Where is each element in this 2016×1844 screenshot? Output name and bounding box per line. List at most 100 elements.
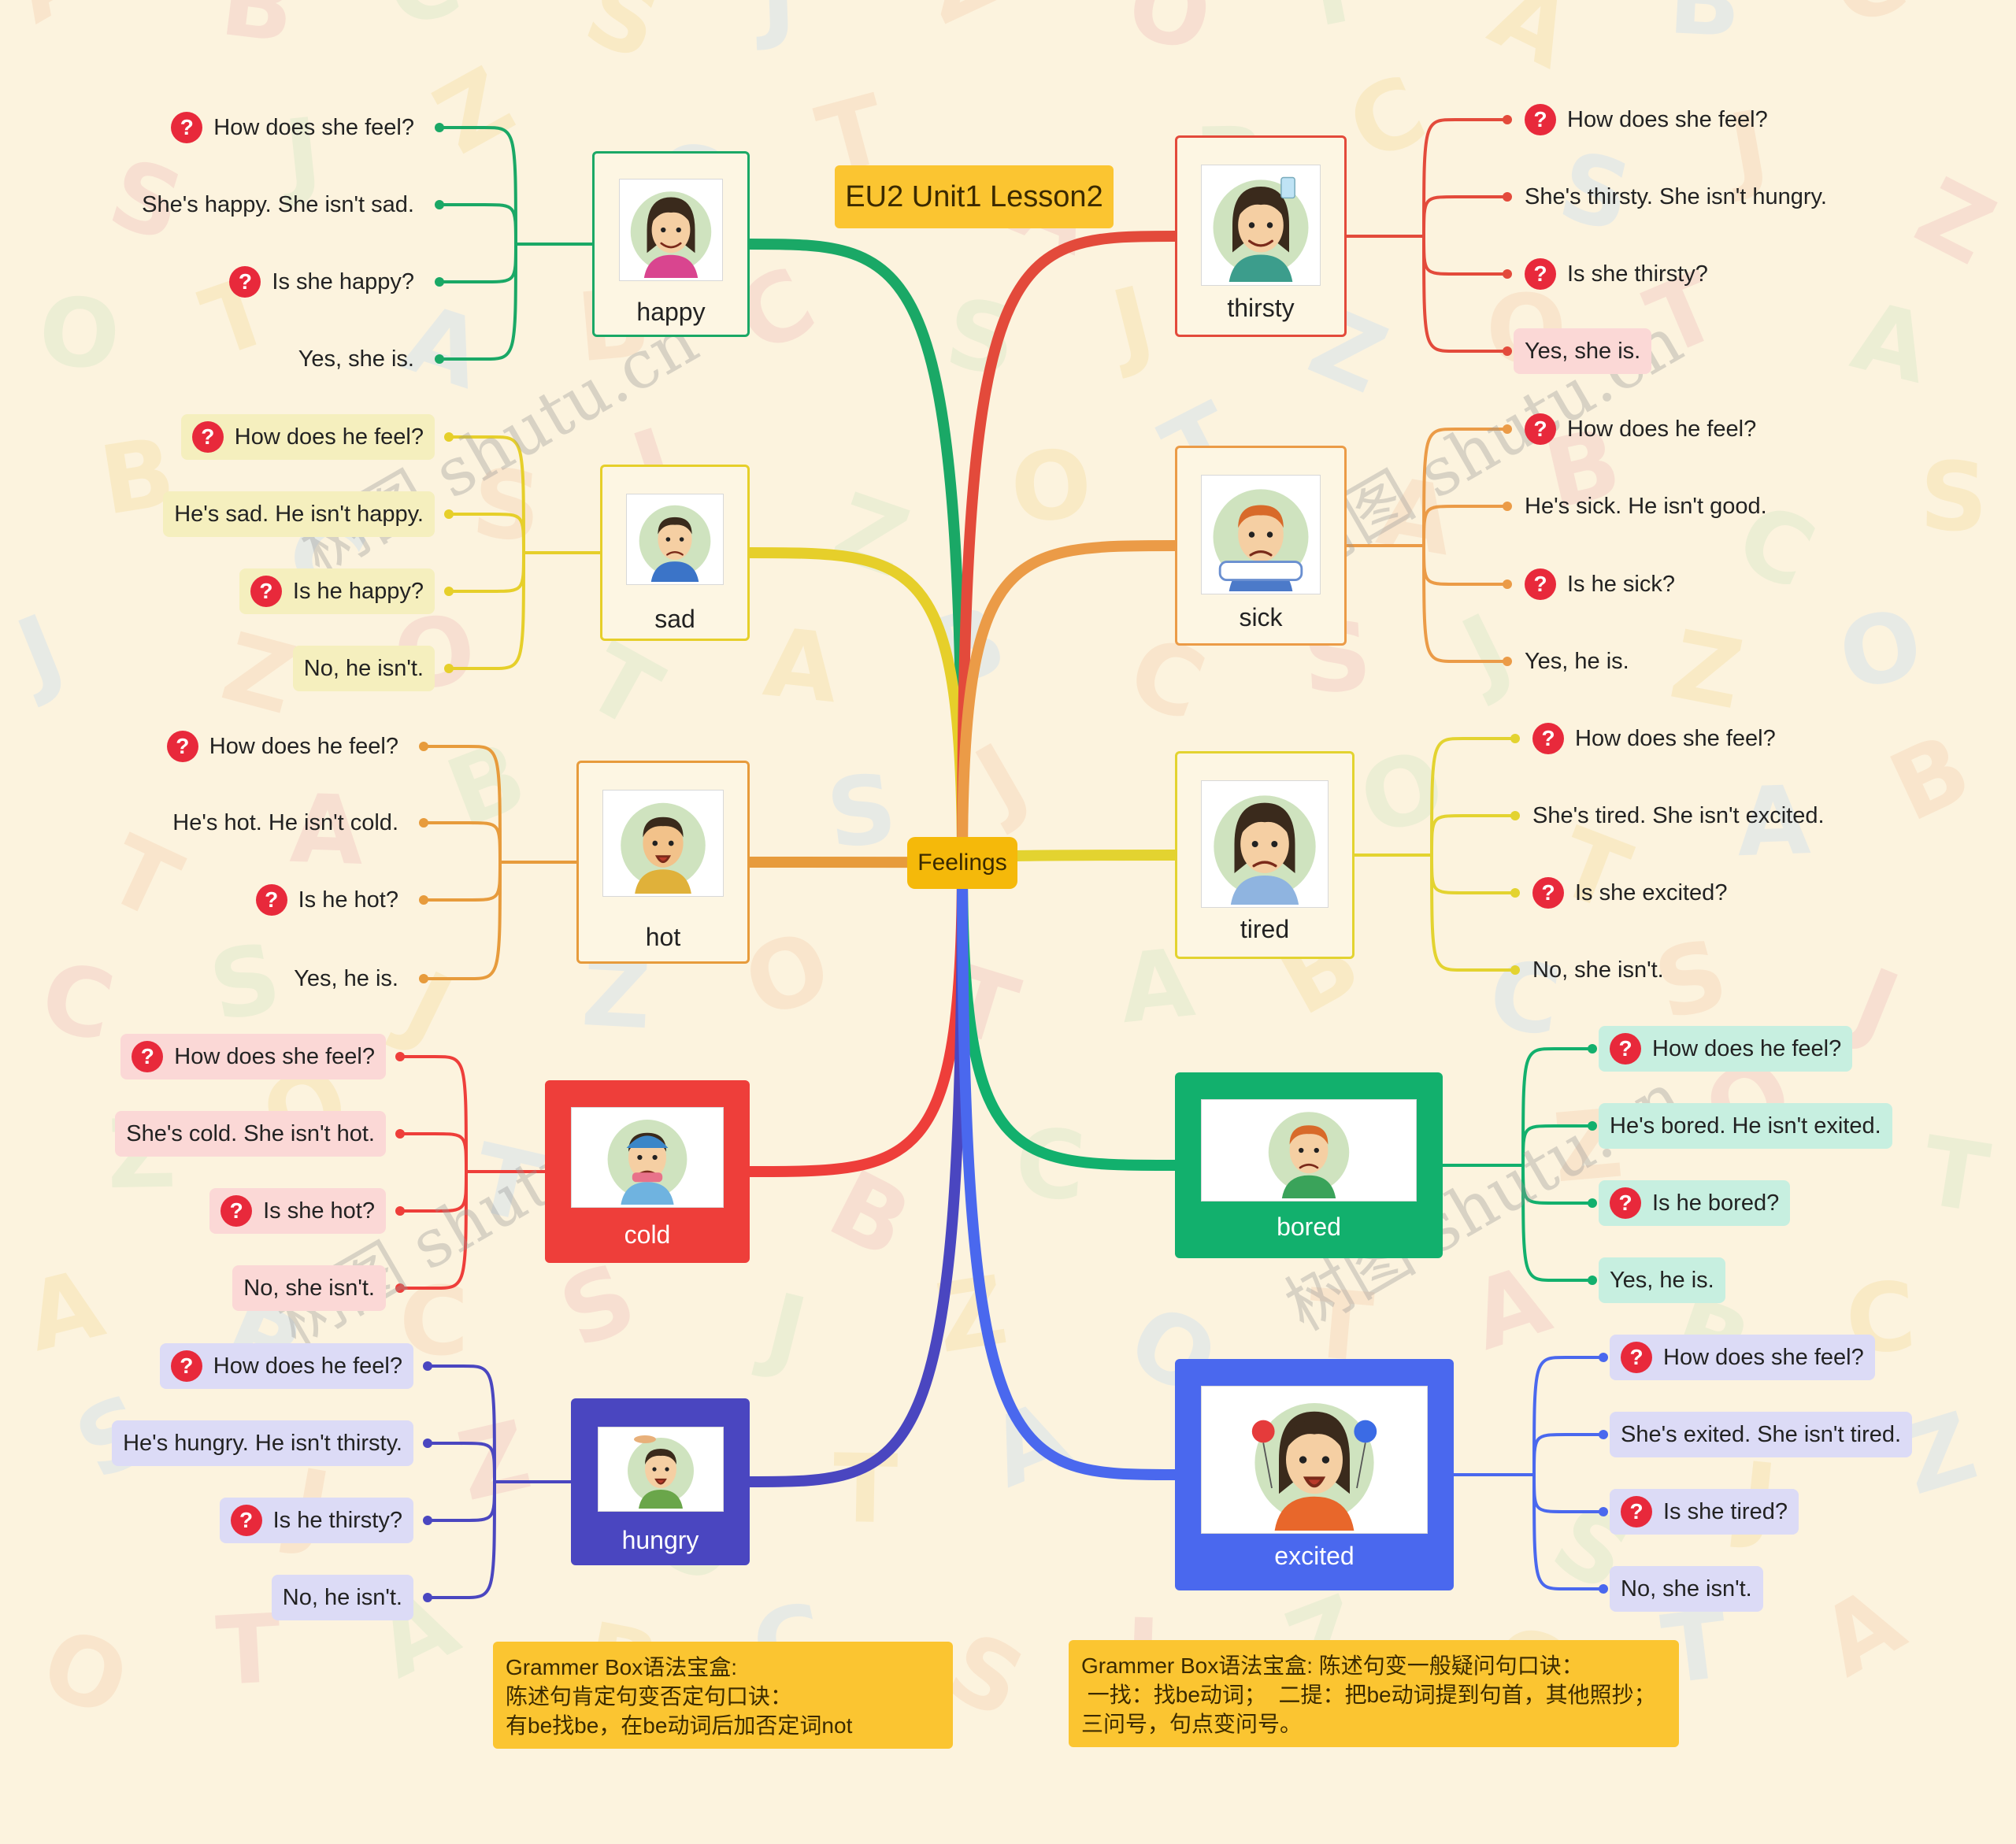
question-mark-icon: ? [1532, 723, 1564, 754]
question-leaf[interactable]: ?How does she feel? [1610, 1335, 1875, 1380]
answer-leaf[interactable]: She's tired. She isn't excited. [1521, 793, 1836, 839]
question-leaf[interactable]: ?Is she excited? [1521, 870, 1738, 916]
question-leaf[interactable]: ?Is he sick? [1514, 561, 1686, 607]
question-leaf[interactable]: ?How does he feel? [159, 1343, 413, 1389]
question-mark-icon: ? [132, 1041, 164, 1072]
leaf-text: Is he bored? [1652, 1190, 1780, 1216]
answer-leaf[interactable]: Yes, he is. [1599, 1257, 1725, 1303]
topic-label: happy [636, 298, 706, 326]
question-mark-icon: ? [1532, 877, 1564, 909]
background-letter: A [759, 608, 843, 724]
leaf-text: How does he feel? [1652, 1035, 1842, 1061]
question-leaf[interactable]: ?How does he feel? [180, 414, 435, 460]
question-leaf[interactable]: ?How does he feel? [1599, 1026, 1853, 1072]
answer-leaf[interactable]: She's exited. She isn't tired. [1610, 1412, 1913, 1457]
main-branch-bored [957, 857, 1180, 1171]
branch-node-dot [1503, 579, 1512, 589]
question-leaf[interactable]: ?How does she feel? [1514, 97, 1779, 143]
question-leaf[interactable]: ?How does he feel? [1514, 406, 1767, 452]
answer-leaf[interactable]: He's hot. He isn't cold. [161, 800, 410, 846]
question-leaf[interactable]: ? How does she feel? [1521, 716, 1787, 761]
topic-sick[interactable]: sick [1175, 446, 1347, 646]
question-leaf[interactable]: ?How does he feel? [156, 724, 410, 769]
branch-node-dot [419, 974, 428, 983]
leaf-text: Is he hot? [298, 887, 398, 913]
question-leaf[interactable]: ?Is she thirsty? [1514, 251, 1719, 297]
branch-node-dot [423, 1516, 432, 1525]
branch-node-dot [1503, 346, 1512, 356]
sub-branch-excited [1532, 1473, 1605, 1590]
answer-leaf[interactable]: Yes, he is. [1514, 639, 1640, 684]
sub-branch-sad [447, 551, 525, 670]
grammar-line: Grammer Box语法宝盒: [506, 1655, 738, 1679]
leaf-text: She's exited. She isn't tired. [1621, 1421, 1902, 1447]
question-leaf[interactable]: ? Is he bored? [1599, 1180, 1791, 1226]
branch-node-dot [1503, 657, 1512, 666]
topic-label: hot [645, 923, 681, 951]
branch-node-dot [444, 432, 454, 442]
topic-tired[interactable]: tired [1175, 751, 1354, 959]
topic-sad[interactable]: sad [600, 465, 750, 641]
sub-branch-excited [1532, 1356, 1605, 1476]
answer-leaf[interactable]: No, he isn't. [292, 646, 435, 691]
question-leaf[interactable]: ?Is she hot? [209, 1188, 386, 1234]
topic-cold[interactable]: cold [545, 1080, 750, 1263]
question-leaf[interactable]: ?Is he hot? [245, 877, 410, 923]
answer-leaf[interactable]: She's happy. She isn't sad. [131, 182, 425, 228]
topic-hot[interactable]: hot [576, 761, 750, 964]
question-mark-icon: ? [1610, 1187, 1641, 1219]
question-leaf[interactable]: ?Is she tired? [1610, 1489, 1799, 1535]
leaf-text: How does she feel? [1575, 725, 1776, 751]
sub-branch-sick [1422, 544, 1509, 586]
topic-hungry[interactable]: hungry [571, 1398, 750, 1565]
leaf-text: How does he feel? [213, 1353, 402, 1379]
central-topic[interactable]: Feelings [907, 837, 1017, 889]
question-leaf[interactable]: ?How does she feel? [120, 1034, 386, 1079]
answer-leaf[interactable]: No, she isn't. [1610, 1566, 1763, 1612]
branch-node-dot [444, 587, 454, 596]
sub-branch-sick [1422, 428, 1509, 547]
branch-node-dot [1503, 269, 1512, 279]
leaf-text: He's hot. He isn't cold. [172, 809, 398, 835]
question-leaf[interactable]: ?Is he thirsty? [219, 1498, 413, 1543]
question-leaf[interactable]: ?Is she happy? [218, 259, 425, 305]
grammar-line: Grammer Box语法宝盒: 陈述句变一般疑问句口诀： [1081, 1653, 1584, 1678]
sub-branch-thirsty [1422, 118, 1509, 238]
topic-excited[interactable]: excited [1175, 1359, 1454, 1590]
answer-leaf[interactable]: He's bored. He isn't exited. [1599, 1103, 1892, 1149]
answer-leaf[interactable]: He's hungry. He isn't thirsty. [112, 1420, 413, 1466]
sub-branch-hot [422, 821, 502, 864]
answer-leaf[interactable]: She's thirsty. She isn't hungry. [1514, 174, 1838, 220]
answer-leaf[interactable]: No, she isn't. [232, 1265, 386, 1311]
sub-branch-cold [398, 1170, 468, 1290]
answer-leaf[interactable]: He's sick. He isn't good. [1514, 483, 1778, 529]
branch-node-dot [419, 895, 428, 905]
sub-branch-happy [438, 243, 517, 361]
topic-bored[interactable]: bored [1175, 1072, 1443, 1258]
topic-label: tired [1240, 915, 1290, 943]
question-leaf[interactable]: ?Is he happy? [239, 568, 435, 614]
leaf-text: How does she feel? [1567, 106, 1768, 132]
topic-image [1201, 165, 1321, 286]
answer-leaf[interactable]: No, he isn't. [271, 1575, 413, 1620]
sub-branch-happy [438, 126, 517, 246]
answer-leaf[interactable]: Yes, she is. [287, 336, 425, 382]
topic-happy[interactable]: happy [592, 151, 750, 337]
answer-leaf[interactable]: She's cold. She isn't hot. [115, 1111, 386, 1157]
topic-image [626, 494, 724, 585]
topic-thirsty[interactable]: thirsty [1175, 135, 1347, 337]
background-letter: S [1919, 442, 1989, 553]
answer-leaf[interactable]: No, she isn't. [1521, 947, 1675, 993]
sub-branch-excited [1532, 1433, 1605, 1476]
leaf-text: No, she isn't. [1621, 1576, 1752, 1601]
question-leaf[interactable]: ?How does she feel? [160, 105, 425, 150]
grammar-box-negation: Grammer Box语法宝盒: 陈述句肯定句变否定句口诀： 有be找be，在b… [493, 1642, 953, 1749]
answer-leaf[interactable]: Yes, she is. [1514, 328, 1652, 374]
topic-label: sad [654, 605, 695, 633]
topic-image [1201, 475, 1321, 594]
answer-leaf[interactable]: He's sad. He isn't happy. [163, 491, 435, 537]
main-branch-cold [744, 857, 968, 1177]
answer-leaf[interactable]: Yes, he is. [283, 956, 410, 1002]
question-mark-icon: ? [1525, 568, 1556, 600]
